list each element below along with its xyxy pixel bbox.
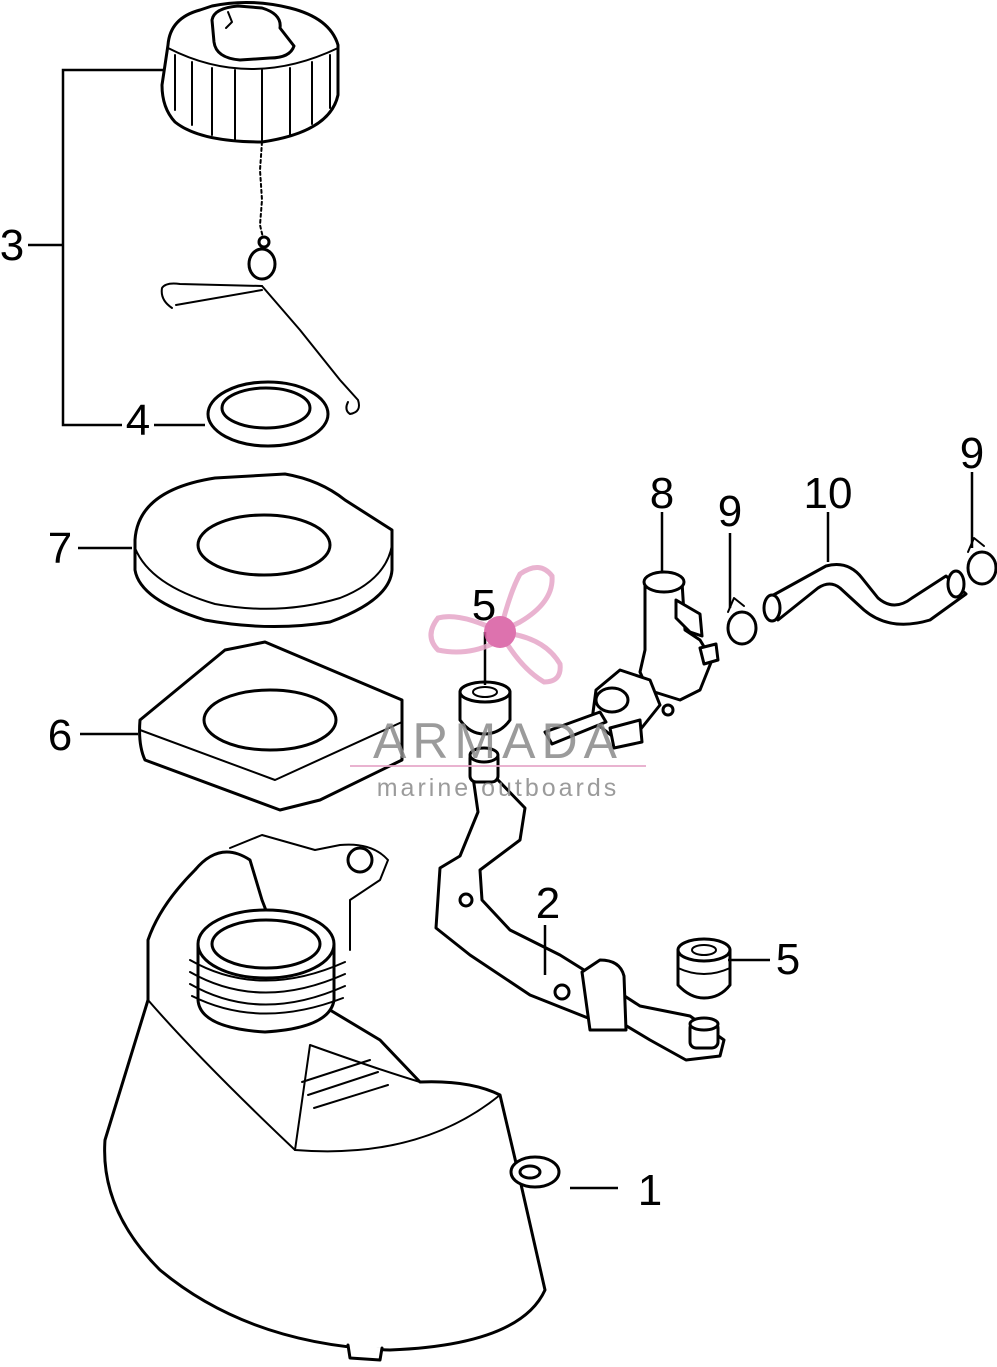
fuel-hose (762, 563, 968, 626)
grommet-lower (676, 937, 732, 1000)
fuel-cock (543, 570, 720, 750)
leader-lines (28, 68, 974, 1190)
fuel-bracket (434, 746, 726, 1062)
callout-7: 7 (48, 524, 72, 573)
callout-1: 1 (638, 1166, 662, 1215)
fuel-cap-assembly (160, 0, 360, 415)
callout-10: 10 (804, 469, 853, 518)
watermark: ARMADA marine outboards (350, 565, 646, 802)
hose-clip-left (726, 597, 758, 646)
callout-labels: 3 4 7 6 5 2 5 1 8 9 10 9 (0, 221, 984, 1215)
callout-5-lower: 5 (776, 935, 800, 984)
callout-3: 3 (0, 221, 24, 270)
watermark-tagline: marine outboards (377, 774, 620, 802)
callout-2: 2 (536, 879, 560, 928)
hose-clip-right (966, 537, 997, 586)
callout-6: 6 (48, 711, 72, 760)
callout-4: 4 (126, 396, 150, 445)
tank-pad (133, 472, 394, 629)
watermark-brand: ARMADA (373, 713, 623, 769)
fuel-tank (103, 834, 561, 1362)
propeller-icon (428, 565, 563, 685)
cap-gasket (206, 380, 330, 448)
tank-cushion (138, 640, 404, 812)
callout-9-right: 9 (960, 429, 984, 478)
callout-8: 8 (650, 469, 674, 518)
callout-9-left: 9 (718, 487, 742, 536)
